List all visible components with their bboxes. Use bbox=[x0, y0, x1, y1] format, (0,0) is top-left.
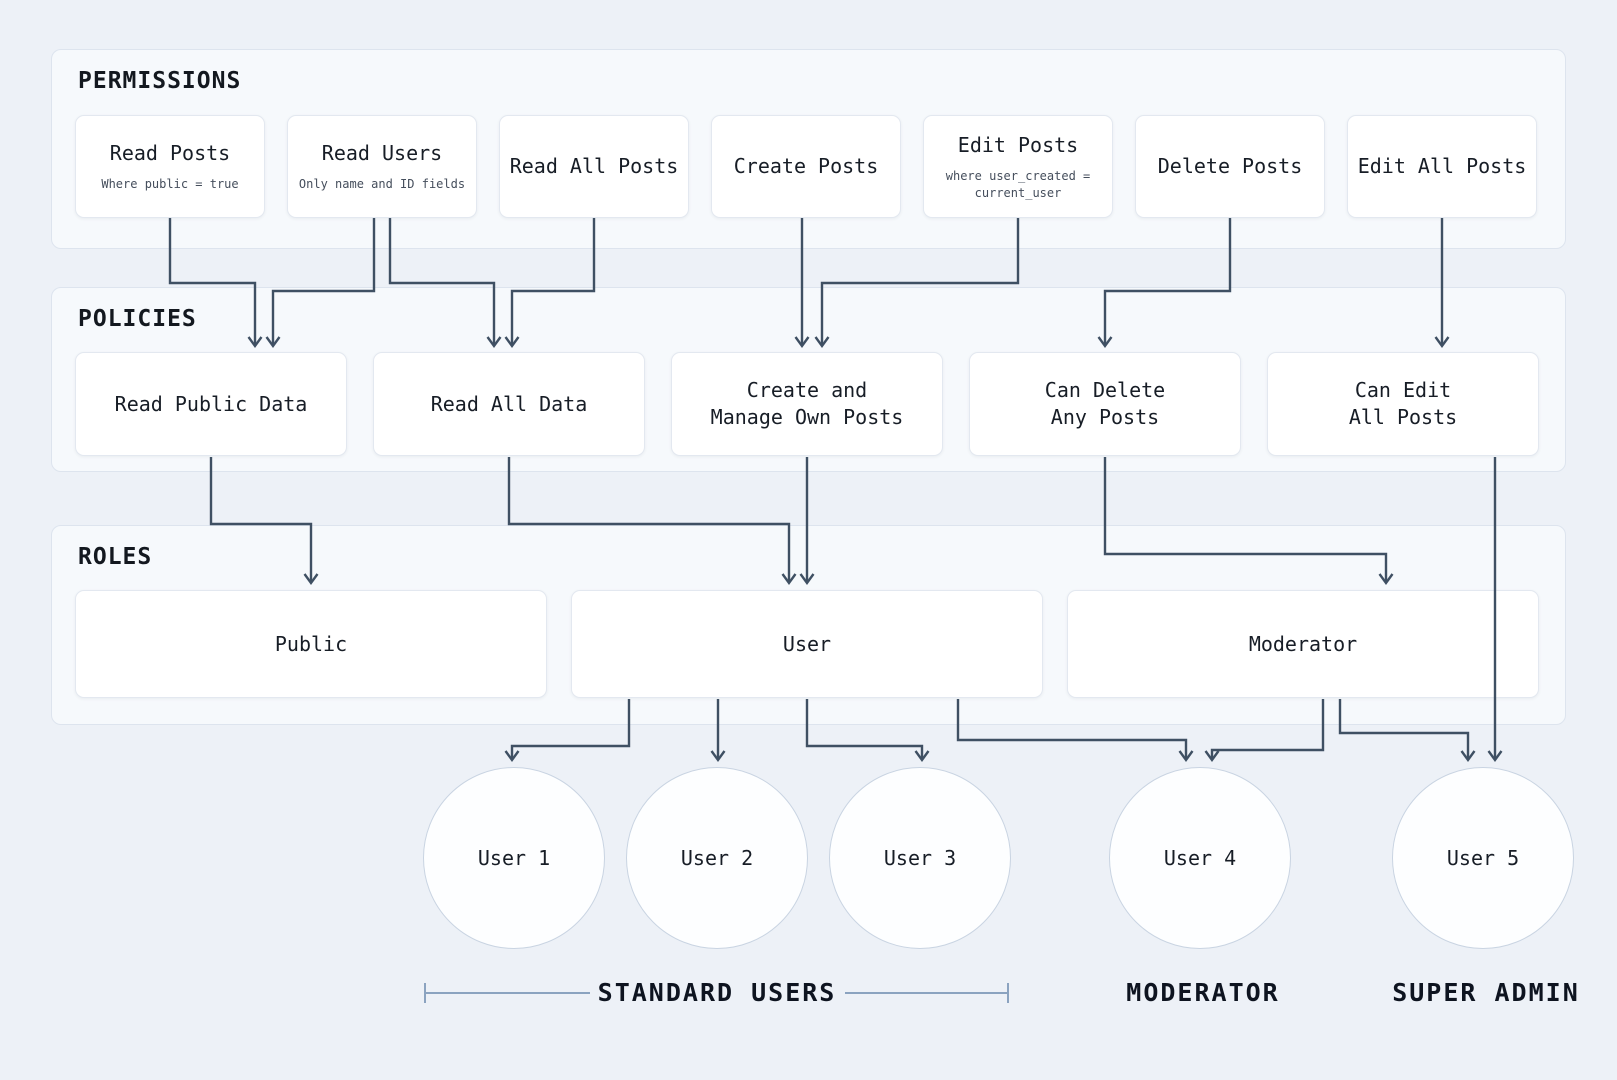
role-title: User bbox=[782, 631, 832, 656]
user-label: User 4 bbox=[1163, 846, 1237, 870]
role-moderator: Moderator bbox=[1067, 590, 1539, 698]
permission-title: Delete Posts bbox=[1157, 154, 1303, 178]
role-public: Public bbox=[75, 590, 547, 698]
permission-subtitle: Where public = true bbox=[101, 177, 239, 191]
group-label-moderator: MODERATOR bbox=[1126, 978, 1280, 1007]
permission-title: Read Posts bbox=[109, 141, 231, 165]
group-label-standard-users: STANDARD USERS bbox=[597, 978, 837, 1007]
permission-subtitle: where user_created = current_user bbox=[945, 168, 1091, 200]
user-label: User 2 bbox=[680, 846, 754, 870]
policy-can-edit-all-posts: Can Edit All Posts bbox=[1267, 352, 1539, 456]
permission-delete-posts: Delete Posts bbox=[1135, 115, 1325, 218]
permission-edit-all-posts: Edit All Posts bbox=[1347, 115, 1537, 218]
roles-section-title: ROLES bbox=[78, 544, 153, 570]
permission-read-all-posts: Read All Posts bbox=[499, 115, 689, 218]
policy-create-manage-own-posts: Create and Manage Own Posts bbox=[671, 352, 943, 456]
policy-read-all-data: Read All Data bbox=[373, 352, 645, 456]
policy-title: Create and Manage Own Posts bbox=[710, 378, 904, 429]
role-title: Moderator bbox=[1248, 631, 1358, 656]
permission-title: Read All Posts bbox=[509, 154, 679, 178]
permission-title: Create Posts bbox=[733, 154, 879, 178]
user-circle-4: User 4 bbox=[1109, 767, 1291, 949]
user-label: User 1 bbox=[477, 846, 551, 870]
permission-read-users: Read Users Only name and ID fields bbox=[287, 115, 477, 218]
policy-title: Can Edit All Posts bbox=[1348, 378, 1458, 429]
role-title: Public bbox=[274, 631, 348, 656]
user-label: User 3 bbox=[883, 846, 957, 870]
policy-title: Read Public Data bbox=[114, 391, 308, 416]
permission-subtitle: Only name and ID fields bbox=[298, 177, 466, 191]
permission-read-posts: Read Posts Where public = true bbox=[75, 115, 265, 218]
permissions-section-title: PERMISSIONS bbox=[78, 68, 242, 94]
user-circle-2: User 2 bbox=[626, 767, 808, 949]
permission-title: Edit All Posts bbox=[1357, 154, 1527, 178]
user-circle-5: User 5 bbox=[1392, 767, 1574, 949]
user-label: User 5 bbox=[1446, 846, 1520, 870]
policy-can-delete-any-posts: Can Delete Any Posts bbox=[969, 352, 1241, 456]
permission-edit-posts: Edit Posts where user_created = current_… bbox=[923, 115, 1113, 218]
permission-title: Edit Posts bbox=[957, 132, 1079, 157]
policy-read-public-data: Read Public Data bbox=[75, 352, 347, 456]
permission-title: Read Users bbox=[321, 141, 443, 165]
user-circle-3: User 3 bbox=[829, 767, 1011, 949]
policy-title: Can Delete Any Posts bbox=[1044, 378, 1166, 429]
group-label-super-admin: SUPER ADMIN bbox=[1392, 978, 1580, 1007]
policies-section-title: POLICIES bbox=[78, 306, 197, 332]
user-circle-1: User 1 bbox=[423, 767, 605, 949]
role-user: User bbox=[571, 590, 1043, 698]
policy-title: Read All Data bbox=[430, 391, 588, 416]
permission-create-posts: Create Posts bbox=[711, 115, 901, 218]
